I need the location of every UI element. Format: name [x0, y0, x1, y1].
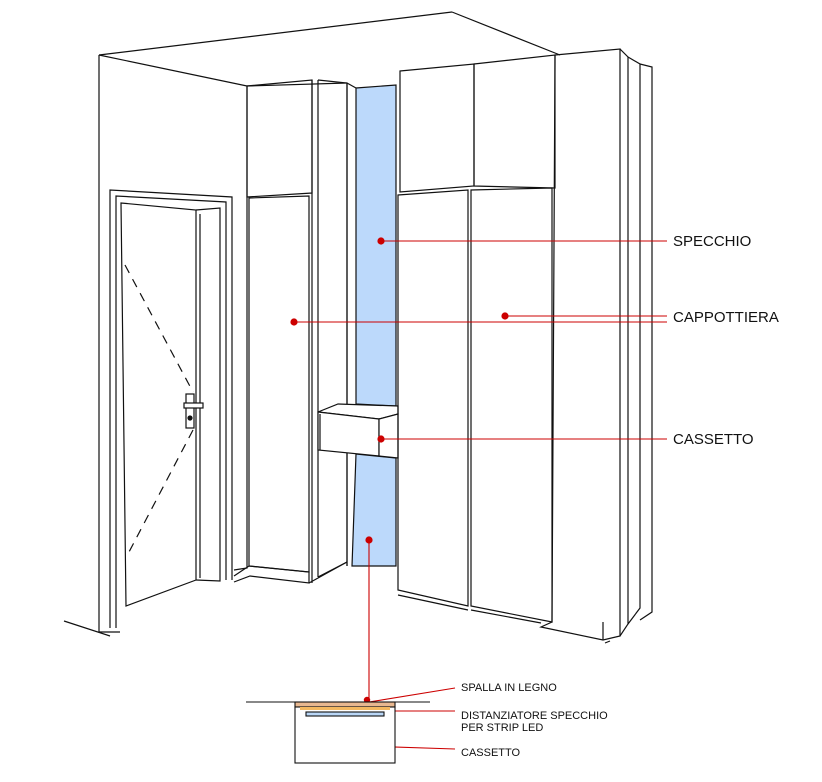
- specchio-marker: [377, 237, 385, 245]
- spalla-wood-strip: [294, 701, 396, 708]
- door-handle-icon: [183, 393, 204, 429]
- led-strip: [300, 707, 390, 710]
- leader-dots: [290, 237, 509, 750]
- drawer-box: [317, 403, 399, 459]
- section-detail: [246, 701, 430, 764]
- label-cappottiera: CAPPOTTIERA: [673, 309, 779, 326]
- left-cabinet: [233, 79, 348, 584]
- label-cassetto-detail: CASSETTO: [461, 747, 521, 759]
- leader-lines: [294, 240, 667, 750]
- right-wardrobe: [397, 48, 653, 641]
- room-walls: [63, 11, 611, 644]
- detail-labels: SPALLA IN LEGNO DISTANZIATORE SPECCHIO P…: [461, 682, 608, 759]
- mirror-spacer: [305, 711, 385, 717]
- cassetto-marker: [377, 435, 385, 443]
- mirror-detail-marker: [365, 536, 373, 544]
- label-distanziatore-2: PER STRIP LED: [461, 722, 543, 734]
- entry-door: [109, 189, 233, 628]
- cappottiera-marker-right: [501, 312, 509, 320]
- cappottiera-marker-left: [290, 318, 298, 326]
- label-specchio: SPECCHIO: [673, 233, 751, 250]
- label-distanziatore-1: DISTANZIATORE SPECCHIO: [461, 710, 608, 722]
- callout-labels: SPECCHIO CAPPOTTIERA CASSETTO: [673, 233, 779, 448]
- label-spalla: SPALLA IN LEGNO: [461, 682, 557, 694]
- mirror-panel: [346, 82, 397, 567]
- label-cassetto: CASSETTO: [673, 431, 754, 448]
